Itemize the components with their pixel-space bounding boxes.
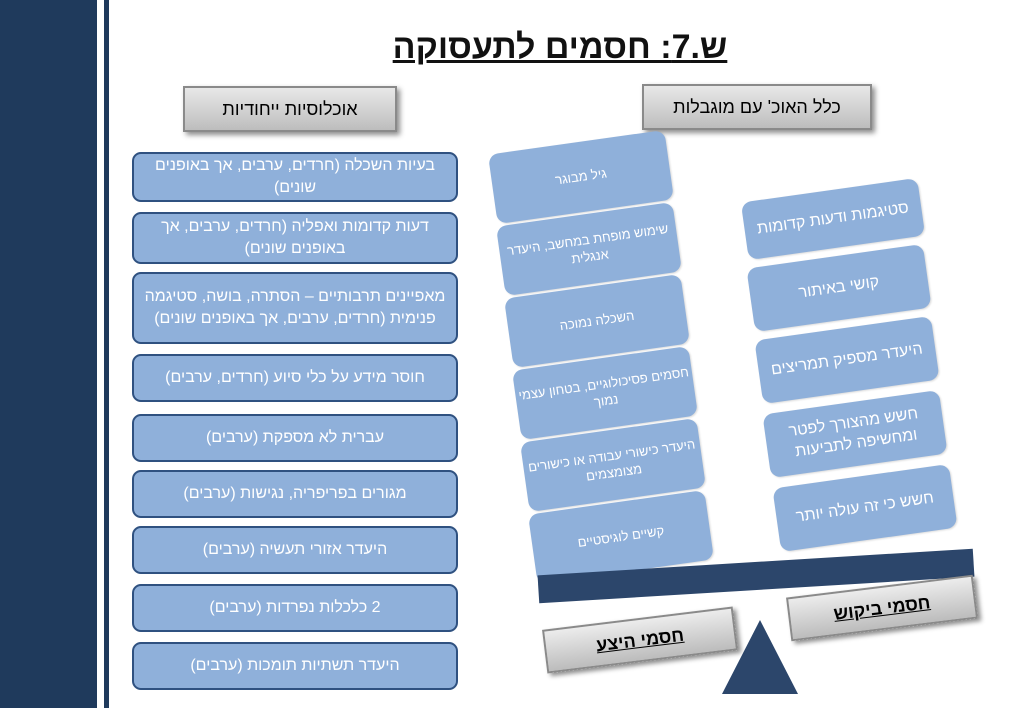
population-item: היעדר תשתיות תומכות (ערבים) — [132, 642, 458, 690]
demand-barrier-card: היעדר מספיק תמריצים — [754, 315, 940, 405]
header-general-population: כלל האוכ' עם מוגבלות — [642, 84, 872, 130]
population-item: חוסר מידע על כלי סיוע (חרדים, ערבים) — [132, 354, 458, 402]
header-special-populations: אוכלוסיות ייחודיות — [183, 86, 397, 132]
population-item: דעות קדומות ואפליה (חרדים, ערבים, אך באו… — [132, 212, 458, 264]
population-item: היעדר אזורי תעשיה (ערבים) — [132, 526, 458, 574]
sidebar-line — [104, 0, 109, 708]
page-title: ש.7: חסמים לתעסוקה — [392, 28, 728, 66]
population-item: מאפיינים תרבותיים – הסתרה, בושה, סטיגמה … — [132, 272, 458, 344]
sidebar-band — [0, 0, 97, 708]
demand-barrier-card: חשש מהצורך לפטר ומחשיפה לתביעות — [762, 389, 948, 479]
supply-barriers-label: חסמי היצע — [542, 606, 738, 674]
population-item: בעיות השכלה (חרדים, ערבים, אך באופנים שו… — [132, 152, 458, 202]
population-item: מגורים בפריפריה, נגישות (ערבים) — [132, 470, 458, 518]
population-item: עברית לא מספקת (ערבים) — [132, 414, 458, 462]
demand-barrier-card: חשש כי זה עולה יותר — [772, 463, 958, 553]
population-item: 2 כלכלות נפרדות (ערבים) — [132, 584, 458, 632]
